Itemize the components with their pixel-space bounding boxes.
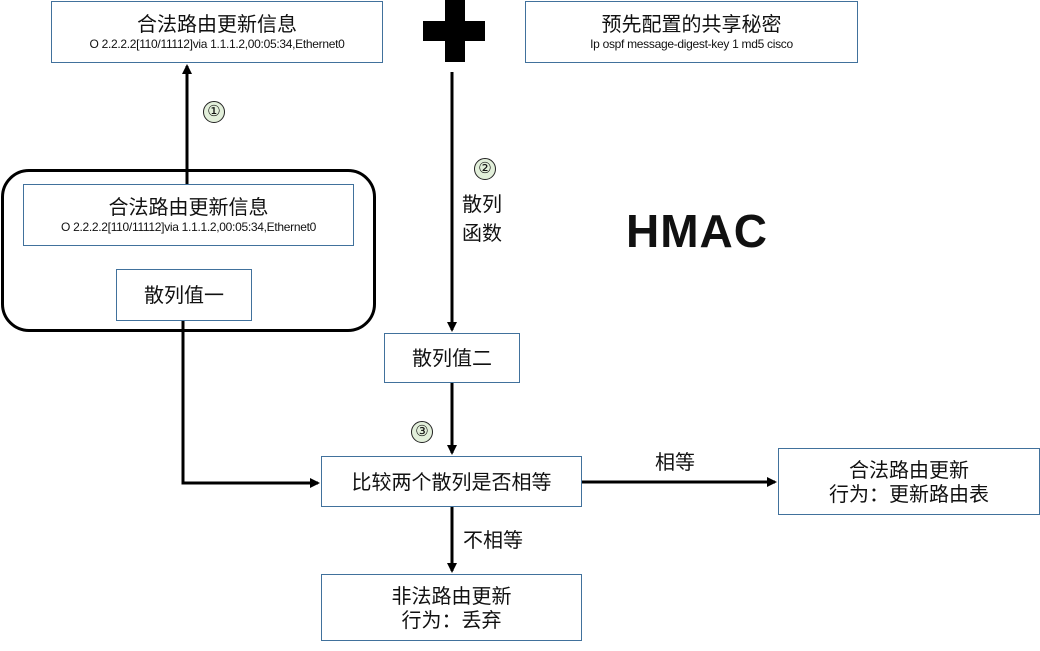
compare-label: 比较两个散列是否相等 [351, 469, 552, 494]
hash-two-box: 散列值二 [384, 333, 520, 383]
packet-update-box: 合法路由更新信息 O 2.2.2.2[110/11112]via 1.1.1.2… [23, 184, 354, 246]
shared-secret-command: Ip ospf message-digest-key 1 md5 cisco [590, 37, 793, 51]
illegal-result-line1: 非法路由更新 [391, 583, 512, 608]
shared-secret-box: 预先配置的共享秘密 Ip ospf message-digest-key 1 m… [525, 1, 858, 63]
hash-function-label-line2: 函数 [462, 221, 502, 245]
packet-group [1, 169, 376, 332]
legit-result-box: 合法路由更新 行为：更新路由表 [778, 448, 1040, 515]
arrow-hash-one-to-compare [181, 320, 320, 488]
hash-function-label-line1: 散列 [462, 192, 502, 216]
step-2-badge: ② [474, 158, 496, 180]
top-legit-update-route: O 2.2.2.2[110/11112]via 1.1.1.2,00:05:34… [89, 37, 345, 51]
plus-icon-horizontal [423, 21, 485, 41]
compare-box: 比较两个散列是否相等 [321, 456, 582, 507]
hash-one-box: 散列值一 [116, 269, 252, 321]
not-equal-label: 不相等 [463, 528, 523, 552]
equal-label: 相等 [655, 450, 695, 474]
legit-result-line1: 合法路由更新 [849, 457, 969, 482]
packet-update-title: 合法路由更新信息 [108, 195, 269, 219]
packet-update-route: O 2.2.2.2[110/11112]via 1.1.1.2,00:05:34… [61, 220, 316, 234]
top-legit-update-box: 合法路由更新信息 O 2.2.2.2[110/11112]via 1.1.1.2… [51, 1, 383, 63]
illegal-result-box: 非法路由更新 行为：丢弃 [321, 574, 582, 641]
step-3-badge: ③ [411, 421, 433, 443]
step-1-badge: ① [203, 101, 225, 123]
hmac-label: HMAC [626, 205, 768, 257]
illegal-result-line2: 行为：丢弃 [401, 607, 502, 632]
hash-two-label: 散列值二 [412, 346, 492, 370]
hash-one-label: 散列值一 [144, 283, 224, 307]
shared-secret-title: 预先配置的共享秘密 [601, 12, 782, 36]
legit-result-line2: 行为：更新路由表 [829, 481, 989, 506]
top-legit-update-title: 合法路由更新信息 [137, 12, 297, 36]
